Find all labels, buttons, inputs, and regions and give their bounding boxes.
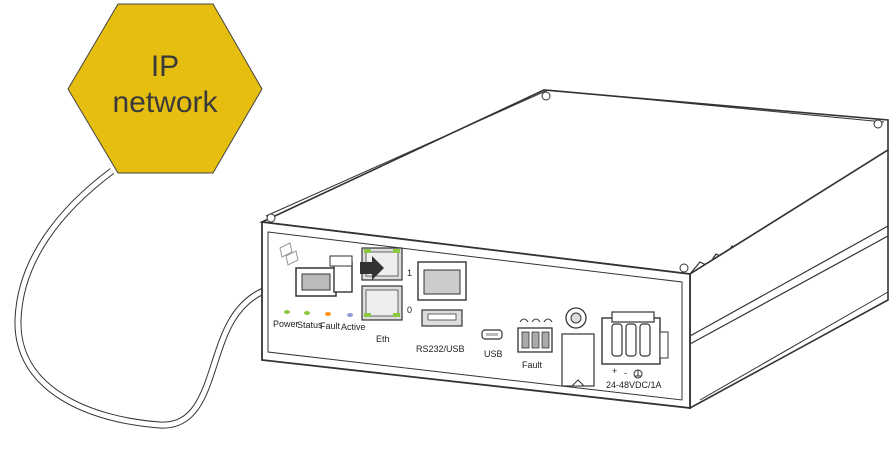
ip-network-hexagon: IP network <box>67 3 263 174</box>
led-status <box>304 311 310 315</box>
power-terminal-block <box>601 311 669 365</box>
port-number-1: 1 <box>407 268 412 278</box>
port-led <box>364 249 371 253</box>
port-led <box>364 313 371 317</box>
port-led <box>393 249 400 253</box>
brand-logo <box>279 242 299 266</box>
hexagon-label-line1: IP <box>151 50 179 83</box>
led-label-status: Status <box>297 320 323 330</box>
led-label-fault: Fault <box>320 321 341 331</box>
port-number-0: 0 <box>407 305 412 315</box>
screw <box>541 91 551 101</box>
led-active <box>347 313 353 317</box>
polarity-minus: - <box>624 368 627 378</box>
fault-relay-connector <box>517 318 553 353</box>
rs232-port <box>417 261 467 301</box>
ethernet-port-0 <box>361 285 403 321</box>
gateway-device: 1 0 Power Status Fault Active Eth <box>259 89 889 410</box>
round-connector <box>565 307 587 329</box>
screw <box>266 213 276 223</box>
hexagon-shape <box>67 3 263 174</box>
led-label-power: Power <box>273 319 299 329</box>
insert-arrow-icon <box>360 256 384 280</box>
screw <box>873 119 883 129</box>
led-label-active: Active <box>341 322 366 332</box>
micro-usb-port <box>481 329 503 340</box>
usb-a-port <box>421 309 463 327</box>
rs232-usb-label: RS232/USB <box>416 344 465 354</box>
din-rail-clip <box>561 333 595 387</box>
power-rating-label: 24-48VDC/1A <box>606 380 662 390</box>
network-cable <box>14 168 301 429</box>
led-power <box>284 310 290 314</box>
port-led <box>393 313 400 317</box>
polarity-plus: + <box>612 366 617 376</box>
screw <box>679 263 689 273</box>
rj45-plug <box>295 255 353 297</box>
usb-label: USB <box>484 349 503 359</box>
status-leds <box>284 310 353 317</box>
led-fault <box>325 312 331 316</box>
ground-icon <box>633 369 643 379</box>
fault-label: Fault <box>522 360 543 370</box>
eth-label: Eth <box>376 334 390 344</box>
hexagon-label-line2: network <box>112 86 218 119</box>
